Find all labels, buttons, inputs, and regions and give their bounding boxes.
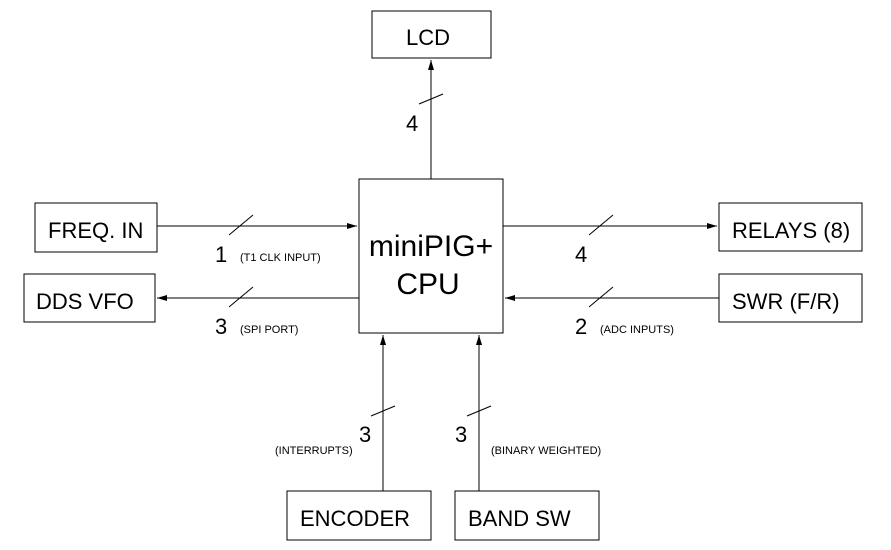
swr-block: SWR (F/R) [718, 273, 863, 323]
relays-label: RELAYS (8) [732, 218, 850, 243]
freq-in-label: FREQ. IN [48, 218, 143, 243]
swr-bus-width: 2 [575, 314, 587, 339]
encoder-label: ENCODER [300, 506, 410, 531]
dds-vfo-bus-note: (SPI PORT) [240, 324, 298, 336]
band-sw-bus-width: 3 [455, 422, 467, 447]
encoder-bus-width: 3 [359, 422, 371, 447]
freq-in-block: FREQ. IN [34, 202, 158, 253]
dds-vfo-bus-slash [228, 286, 254, 308]
relays-bus-width: 4 [575, 242, 587, 267]
freq-in-bus-note: (T1 CLK INPUT) [240, 252, 321, 264]
lcd-label: LCD [406, 25, 450, 50]
band-sw-bus-slash [466, 405, 492, 417]
lcd-bus-slash [418, 93, 444, 105]
band-sw-bus-note: (BINARY WEIGHTED) [491, 445, 601, 457]
lcd-block: LCD [371, 10, 492, 59]
dds-vfo-label: DDS VFO [36, 289, 134, 314]
swr-bus-note: (ADC INPUTS) [600, 324, 674, 336]
freq-in-bus-width: 1 [215, 242, 227, 267]
cpu-label-line1: miniPIG+ [369, 230, 493, 263]
dds-vfo-bus-width: 3 [215, 314, 227, 339]
swr-label: SWR (F/R) [732, 289, 840, 314]
freq-in-bus-slash [228, 214, 254, 236]
cpu-label-line2: CPU [396, 268, 459, 301]
relays-block: RELAYS (8) [718, 202, 863, 252]
encoder-bus-note: (INTERRUPTS) [275, 445, 353, 457]
lcd-bus-width: 4 [406, 111, 418, 136]
band-sw-label: BAND SW [468, 506, 571, 531]
encoder-bus-slash [370, 405, 396, 417]
cpu-block: miniPIG+ CPU [358, 178, 504, 334]
relays-bus-slash [588, 214, 614, 236]
band-sw-block: BAND SW [454, 490, 600, 541]
dds-vfo-block: DDS VFO [23, 273, 156, 323]
encoder-block: ENCODER [286, 490, 432, 541]
swr-bus-slash [588, 286, 614, 308]
